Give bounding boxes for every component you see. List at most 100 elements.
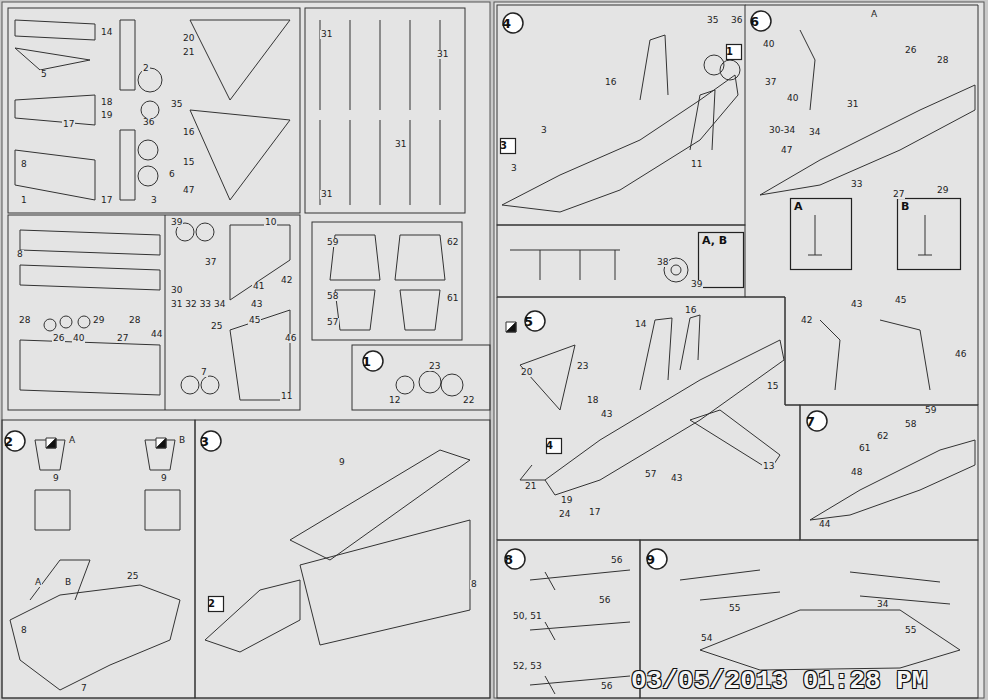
step-number: 2 bbox=[4, 435, 13, 448]
callout-number: 23 bbox=[576, 362, 589, 371]
callout-number: 13 bbox=[762, 462, 775, 471]
callout-number: 56 bbox=[598, 596, 611, 605]
callout-number: 1 bbox=[20, 196, 28, 205]
callout-number: 50, 51 bbox=[512, 612, 543, 621]
callout-number: 9 bbox=[338, 458, 346, 467]
callout-number: 21 bbox=[524, 482, 537, 491]
callout-number: 43 bbox=[670, 474, 683, 483]
callout-number: 20 bbox=[520, 368, 533, 377]
callout-number: 31 32 33 34 bbox=[170, 300, 226, 309]
outline-shape bbox=[727, 45, 742, 60]
callout-number: 42 bbox=[280, 276, 293, 285]
outline-shape bbox=[699, 233, 744, 288]
callout-number: 41 bbox=[252, 282, 265, 291]
outline-shape bbox=[547, 439, 562, 454]
callout-number: 21 bbox=[182, 48, 195, 57]
callout-number: 47 bbox=[182, 186, 195, 195]
part-letter: 2 bbox=[208, 599, 215, 609]
callout-number: 26 bbox=[52, 334, 65, 343]
callout-number: 8 bbox=[20, 626, 28, 635]
callout-number: 40 bbox=[762, 40, 775, 49]
step-circle: 2 bbox=[4, 430, 26, 452]
callout-number: 31 bbox=[394, 140, 407, 149]
part-letter: A, B bbox=[702, 235, 727, 246]
callout-number: 27 bbox=[892, 190, 905, 199]
callout-number: 48 bbox=[850, 468, 863, 477]
callout-number: 43 bbox=[250, 300, 263, 309]
callout-number: 19 bbox=[560, 496, 573, 505]
callout-number: 29 bbox=[936, 186, 949, 195]
callout-number: 59 bbox=[326, 238, 339, 247]
callout-number: 24 bbox=[558, 510, 571, 519]
callout-number: 17 bbox=[62, 120, 75, 129]
step-circle: 4 bbox=[502, 12, 524, 34]
callout-number: 43 bbox=[850, 300, 863, 309]
callout-number: 29 bbox=[92, 316, 105, 325]
callout-number: 18 bbox=[586, 396, 599, 405]
step-circle: 8 bbox=[504, 548, 526, 570]
callout-number: 25 bbox=[210, 322, 223, 331]
callout-number: 28 bbox=[936, 56, 949, 65]
callout-number: 15 bbox=[182, 158, 195, 167]
outline-shape bbox=[898, 199, 961, 270]
callout-number: 58 bbox=[326, 292, 339, 301]
callout-number: 55 bbox=[904, 626, 917, 635]
subassembly-box: 2 bbox=[208, 596, 224, 612]
callout-number: 15 bbox=[766, 382, 779, 391]
callout-number: 31 bbox=[320, 30, 333, 39]
callout-number: 61 bbox=[858, 444, 871, 453]
step-number: 3 bbox=[200, 435, 209, 448]
part-letter: A bbox=[794, 201, 803, 212]
callout-number: 62 bbox=[876, 432, 889, 441]
callout-number: 34 bbox=[876, 600, 889, 609]
callout-number: 8 bbox=[16, 250, 24, 259]
outline-shape bbox=[505, 549, 525, 569]
callout-number: 7 bbox=[200, 368, 208, 377]
callout-number: 46 bbox=[954, 350, 967, 359]
callout-number: 45 bbox=[248, 316, 261, 325]
callout-number: 33 bbox=[850, 180, 863, 189]
outline-shape bbox=[501, 139, 516, 154]
step-number: 6 bbox=[750, 15, 759, 28]
part-letter: 3 bbox=[500, 141, 507, 151]
callout-number: 37 bbox=[764, 78, 777, 87]
callout-number: 6 bbox=[168, 170, 176, 179]
callout-number: A bbox=[68, 436, 76, 445]
callout-number: 42 bbox=[800, 316, 813, 325]
callout-number: 16 bbox=[604, 78, 617, 87]
callout-number: 8 bbox=[470, 580, 478, 589]
step-circle: 3 bbox=[200, 430, 222, 452]
callout-number: 40 bbox=[72, 334, 85, 343]
step-number: 9 bbox=[646, 553, 655, 566]
outline-shape bbox=[201, 431, 221, 451]
outline-shape bbox=[751, 11, 771, 31]
outline-shape bbox=[647, 549, 667, 569]
callout-number: 56 bbox=[610, 556, 623, 565]
callout-number: 44 bbox=[150, 330, 163, 339]
callout-number: 35 bbox=[706, 16, 719, 25]
subassembly-box: 3 bbox=[500, 138, 516, 154]
callout-number: 34 bbox=[808, 128, 821, 137]
outline-shape bbox=[209, 597, 224, 612]
callout-number: 31 bbox=[436, 50, 449, 59]
step-circle: 1 bbox=[362, 350, 384, 372]
callout-number: 19 bbox=[100, 111, 113, 120]
step-number: 4 bbox=[502, 17, 511, 30]
detail-frame: A, B bbox=[698, 232, 744, 288]
callout-number: 30 bbox=[170, 286, 183, 295]
callout-number: 14 bbox=[634, 320, 647, 329]
outline-shape bbox=[807, 411, 827, 431]
callout-number: 36 bbox=[730, 16, 743, 25]
callout-number: 35 bbox=[170, 100, 183, 109]
callout-number: 11 bbox=[280, 392, 293, 401]
callout-number: 43 bbox=[600, 410, 613, 419]
part-letter: B bbox=[901, 201, 909, 212]
callout-number: 36 bbox=[142, 118, 155, 127]
callout-number: 27 bbox=[116, 334, 129, 343]
callout-number: 39 bbox=[690, 280, 703, 289]
callout-number: 54 bbox=[700, 634, 713, 643]
callout-number: 7 bbox=[80, 684, 88, 693]
date-stamp: 03/05/2013 01:28 PM bbox=[630, 668, 928, 694]
callout-number: 62 bbox=[446, 238, 459, 247]
